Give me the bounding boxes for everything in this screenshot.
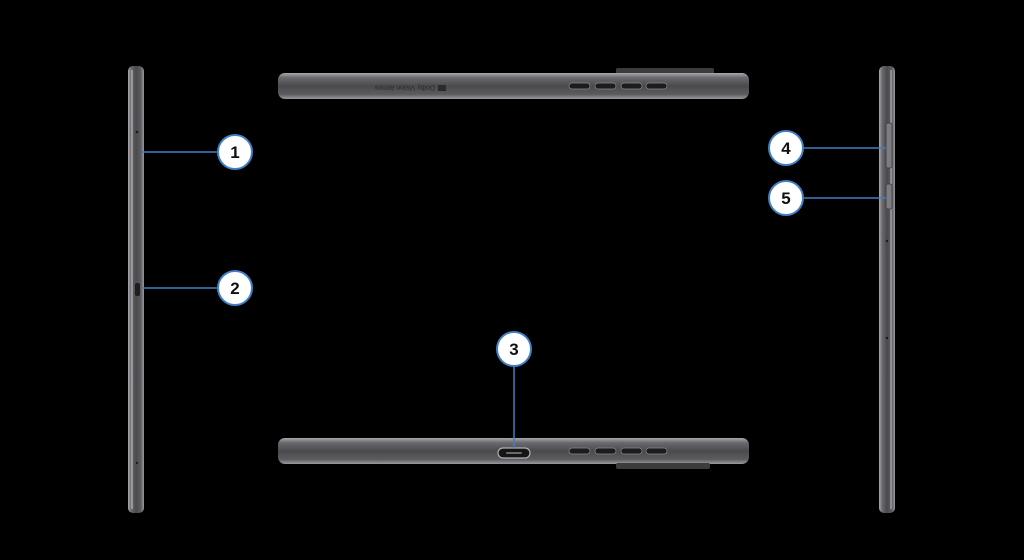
right-edge-highlight <box>890 70 892 509</box>
microphone-hole <box>135 130 139 134</box>
small-hole <box>885 336 889 340</box>
speaker-grille <box>645 82 668 90</box>
callout-marker <box>768 130 804 166</box>
callout-marker <box>496 331 532 367</box>
dolby-logo-icon <box>438 85 446 91</box>
callout-2: 2 <box>142 270 253 306</box>
speaker-grille <box>645 447 668 455</box>
speaker-grilles <box>568 447 668 455</box>
dolby-logo: Dolby Vision Atmos <box>374 84 446 91</box>
callout-3: 3 <box>496 331 532 448</box>
small-hole <box>885 239 889 243</box>
speaker-grille <box>568 447 591 455</box>
camera-bump <box>616 463 710 469</box>
bottom-edge-view <box>278 438 749 469</box>
left-side-view <box>128 66 144 513</box>
top-edge-view: Dolby Vision Atmos <box>278 68 749 99</box>
microsd-card-slot <box>135 283 140 296</box>
right-side-view <box>879 66 895 513</box>
callout-marker <box>217 134 253 170</box>
usb-c-port-inner <box>506 452 522 454</box>
speaker-grille <box>594 447 617 455</box>
callout-number: 2 <box>230 279 239 298</box>
small-hole <box>135 461 139 465</box>
callout-marker <box>768 180 804 216</box>
left-edge-highlight <box>131 70 133 509</box>
callouts: 1 2 3 4 5 <box>142 130 886 448</box>
speaker-grille <box>620 447 643 455</box>
power-button <box>885 183 893 210</box>
speaker-grilles <box>568 82 668 90</box>
callout-5: 5 <box>768 180 886 216</box>
callout-number: 4 <box>781 139 791 158</box>
callout-number: 1 <box>230 143 239 162</box>
callout-number: 3 <box>509 340 518 359</box>
callout-marker <box>217 270 253 306</box>
speaker-grille <box>568 82 591 90</box>
speaker-grille <box>620 82 643 90</box>
volume-button <box>885 122 893 169</box>
top-edge-body <box>278 73 749 99</box>
dolby-logo-text: Dolby Vision Atmos <box>374 84 435 91</box>
callout-1: 1 <box>142 134 253 170</box>
callout-number: 5 <box>781 189 790 208</box>
speaker-grille <box>594 82 617 90</box>
callout-4: 4 <box>768 130 886 166</box>
